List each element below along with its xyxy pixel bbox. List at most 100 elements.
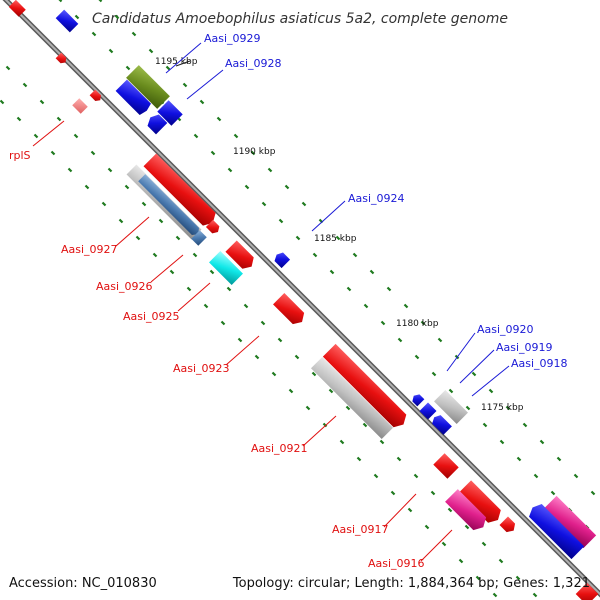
tick-dot xyxy=(458,558,464,564)
tick-dot xyxy=(311,371,317,377)
tick-dot xyxy=(58,0,63,3)
gene-aasi-0919[interactable] xyxy=(434,390,468,424)
callout-aasi-0929 xyxy=(165,42,202,74)
tick-dot xyxy=(90,150,96,156)
callout-aasi-0928 xyxy=(186,69,224,100)
label-aasi-0917[interactable]: Aasi_0917 xyxy=(332,523,389,536)
gene-feature-red[interactable] xyxy=(55,52,69,66)
tick-dot xyxy=(335,235,341,241)
tick-dot xyxy=(305,405,311,411)
gene-rpls[interactable] xyxy=(72,98,88,114)
label-aasi-0916[interactable]: Aasi_0916 xyxy=(368,557,425,570)
label-aasi-0919[interactable]: Aasi_0919 xyxy=(496,341,553,354)
tick-dot xyxy=(244,184,250,190)
tick-dot xyxy=(533,473,539,479)
tick-dot xyxy=(267,167,273,173)
callout-aasi-0917 xyxy=(383,493,417,528)
label-aasi-0920[interactable]: Aasi_0920 xyxy=(477,323,534,336)
gene-aasi-0917-b[interactable] xyxy=(458,480,504,526)
callout-aasi-0925 xyxy=(177,282,211,312)
tick-dot xyxy=(98,0,103,3)
gene-aasi-0916[interactable] xyxy=(445,489,490,534)
tick-dot xyxy=(209,269,215,275)
label-aasi-0926[interactable]: Aasi_0926 xyxy=(96,280,153,293)
tick-dot xyxy=(362,422,368,428)
tick-label-1195: 1195 kbp xyxy=(155,57,198,67)
label-aasi-0924[interactable]: Aasi_0924 xyxy=(348,192,405,205)
tick-dot xyxy=(475,575,481,581)
gene-aasi-0925[interactable] xyxy=(209,251,243,285)
tick-dot xyxy=(556,456,562,462)
gene-aasi-0921-red[interactable] xyxy=(322,343,410,431)
gene-aasi-0929[interactable] xyxy=(126,65,170,109)
tick-dot xyxy=(550,490,556,496)
tick-dot xyxy=(346,286,352,292)
label-aasi-0921[interactable]: Aasi_0921 xyxy=(251,442,308,455)
label-aasi-0923[interactable]: Aasi_0923 xyxy=(173,362,230,375)
gene-feature-blue[interactable] xyxy=(526,501,585,560)
tick-dot xyxy=(250,150,256,156)
tick-label-1190: 1190 kbp xyxy=(233,147,276,157)
tick-dot xyxy=(345,405,351,411)
tick-dot xyxy=(84,184,90,190)
gene-aasi-0928-a[interactable] xyxy=(115,79,153,117)
tick-dot xyxy=(203,303,209,309)
label-aasi-0925[interactable]: Aasi_0925 xyxy=(123,310,180,323)
tick-dot xyxy=(135,235,141,241)
tick-dot xyxy=(573,473,579,479)
callout-rpls xyxy=(32,120,65,147)
tick-dot xyxy=(356,456,362,462)
gene-aasi-0928-b[interactable] xyxy=(157,100,183,126)
tick-dot xyxy=(67,167,73,173)
tick-dot xyxy=(498,558,504,564)
callout-aasi-0919 xyxy=(459,349,495,384)
tick-dot xyxy=(312,252,318,258)
tick-dot xyxy=(488,388,494,394)
tick-dot xyxy=(220,320,226,326)
tick-dot xyxy=(193,133,199,139)
gene-aasi-0920[interactable] xyxy=(410,392,425,407)
gene-aasi-0918-b[interactable] xyxy=(430,413,452,435)
tick-dot xyxy=(101,201,107,207)
tick-dot xyxy=(430,490,436,496)
gene-aasi-0926[interactable] xyxy=(225,240,257,272)
label-aasi-0927[interactable]: Aasi_0927 xyxy=(61,243,118,256)
tick-dot xyxy=(515,575,521,581)
tick-dot xyxy=(441,541,447,547)
tick-dot xyxy=(464,524,470,530)
gene-aasi-0923[interactable] xyxy=(273,293,308,328)
tick-dot xyxy=(397,337,403,343)
tick-dot xyxy=(278,218,284,224)
label-aasi-0918[interactable]: Aasi_0918 xyxy=(511,357,568,370)
gene-feature-pink[interactable] xyxy=(543,495,597,549)
gene-aasi-0924[interactable] xyxy=(272,250,291,269)
gene-aasi-0917-a[interactable] xyxy=(433,453,459,479)
tick-dot xyxy=(499,439,505,445)
gene-aasi-0928-c[interactable] xyxy=(145,112,168,135)
callout-lines xyxy=(32,42,510,562)
gene-aasi-0921-grey[interactable] xyxy=(310,356,394,440)
tick-dot xyxy=(199,99,205,105)
gene-feature-red[interactable] xyxy=(205,219,222,236)
tick-dot xyxy=(148,48,154,54)
label-aasi-0928[interactable]: Aasi_0928 xyxy=(225,57,282,70)
gene-feature-red[interactable] xyxy=(8,0,26,17)
gene-feature-red[interactable] xyxy=(499,516,518,535)
gene-feature-blue[interactable] xyxy=(55,9,79,33)
tick-dot xyxy=(131,31,137,37)
label-rpls[interactable]: rplS xyxy=(9,149,31,162)
gene-feature-steel[interactable] xyxy=(191,230,207,246)
tick-dot xyxy=(5,65,11,71)
tick-dot xyxy=(237,337,243,343)
gene-aasi-0927-steel[interactable] xyxy=(138,174,202,238)
gene-aasi-0927-red[interactable] xyxy=(143,153,220,230)
tick-dot xyxy=(233,133,239,139)
label-aasi-0929[interactable]: Aasi_0929 xyxy=(204,32,261,45)
tick-dot xyxy=(379,439,385,445)
tick-dot xyxy=(373,473,379,479)
tick-dot xyxy=(339,439,345,445)
tick-dot xyxy=(294,354,300,360)
tick-dot xyxy=(522,422,528,428)
